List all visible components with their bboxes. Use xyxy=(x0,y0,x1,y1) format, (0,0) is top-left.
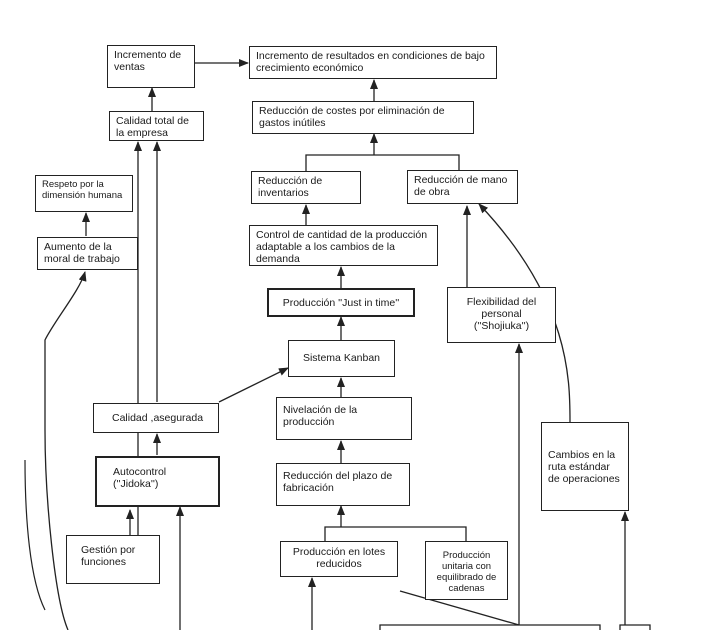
node-produccion-unitaria: Producción unitaria con equilibrado de c… xyxy=(425,541,508,600)
connector-lotes-plazo xyxy=(324,526,467,541)
node-reduccion-inventarios: Reducción de inventarios xyxy=(251,171,361,204)
node-flexibilidad-personal: Flexibilidad del personal (''Shojiuka'') xyxy=(447,287,556,343)
node-reduccion-plazo: Reducción del plazo de fabricación xyxy=(276,463,410,506)
node-nivelacion-produccion: Nivelación de la producción xyxy=(276,397,412,440)
node-reduccion-costes: Reducción de costes por eliminación de g… xyxy=(252,101,474,134)
node-sistema-kanban: Sistema Kanban xyxy=(288,340,395,377)
arrow-moral-from-left xyxy=(44,271,87,630)
node-incremento-ventas: Incremento de ventas xyxy=(107,45,195,88)
node-respeto-dimension: Respeto por la dimensión humana xyxy=(35,175,133,212)
node-control-cantidad: Control de cantidad de la producción ada… xyxy=(249,225,438,266)
node-cambios-ruta: Cambios en la ruta estándar de operacion… xyxy=(541,422,629,511)
node-incremento-resultados: Incremento de resultados en condiciones … xyxy=(249,46,497,79)
node-aumento-moral: Aumento de la moral de trabajo xyxy=(37,237,138,270)
node-autocontrol: Autocontrol (''Jidoka'') xyxy=(95,456,220,507)
node-gestion-funciones: Gestión por funciones xyxy=(66,535,160,584)
connector-reducciones-costes xyxy=(305,154,460,173)
node-calidad-asegurada: Calidad ,asegurada xyxy=(93,403,219,433)
arrow-calidad-asegurada-kanban xyxy=(218,367,289,403)
node-reduccion-mano-obra: Reducción de mano de obra xyxy=(407,170,518,204)
arrow-cambios-mano xyxy=(478,203,571,423)
node-calidad-total: Calidad total de la empresa xyxy=(109,111,204,141)
node-produccion-lotes: Producción en lotes reducidos xyxy=(280,541,398,577)
node-produccion-jit: Producción ''Just in time'' xyxy=(267,288,415,317)
